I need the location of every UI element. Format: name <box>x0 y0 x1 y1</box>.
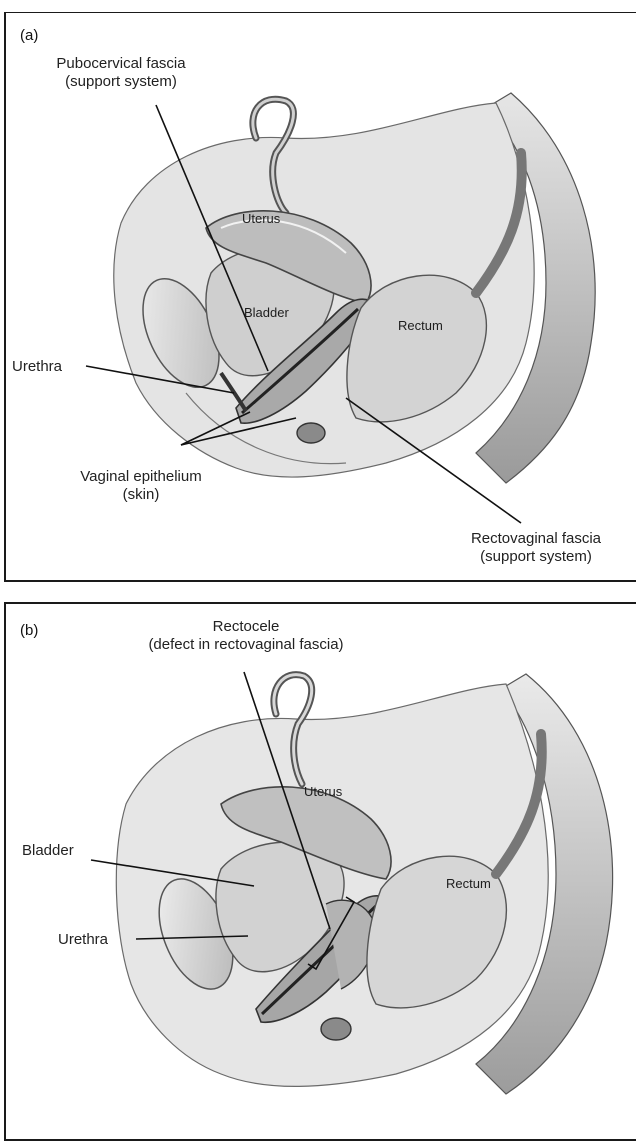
label-rectovaginal-fascia: Rectovaginal fascia (support system) <box>446 530 626 566</box>
label-vaginal-epithelium: Vaginal epithelium (skin) <box>46 468 236 504</box>
figure-panel-a: (a) Pubocervical fascia (support system)… <box>4 12 636 582</box>
label-rectocele: Rectocele (defect in rectovaginal fascia… <box>116 618 376 654</box>
pelvic-anatomy-illustration-b <box>6 604 636 1141</box>
label-vaginal-line1: Vaginal epithelium <box>46 468 236 486</box>
label-rectovaginal-line2: (support system) <box>446 548 626 566</box>
label-rectocele-line1: Rectocele <box>116 618 376 636</box>
organ-label-rectum-b: Rectum <box>446 876 491 891</box>
label-urethra-a: Urethra <box>12 358 62 376</box>
organ-label-uterus-b: Uterus <box>304 784 342 799</box>
label-urethra-b: Urethra <box>58 931 108 949</box>
label-pubocervical-line1: Pubocervical fascia <box>26 55 216 73</box>
anal-canal <box>297 423 325 443</box>
label-rectovaginal-line1: Rectovaginal fascia <box>446 530 626 548</box>
label-bladder-b: Bladder <box>22 842 74 860</box>
label-pubocervical-line2: (support system) <box>26 73 216 91</box>
label-pubocervical-fascia: Pubocervical fascia (support system) <box>26 55 216 91</box>
organ-label-rectum-a: Rectum <box>398 318 443 333</box>
panel-a-tag: (a) <box>20 27 38 44</box>
label-rectocele-line2: (defect in rectovaginal fascia) <box>116 636 376 654</box>
panel-b-tag: (b) <box>20 622 38 639</box>
figure-panel-b: (b) Rectocele (defect in rectovaginal fa… <box>4 602 636 1141</box>
organ-label-uterus-a: Uterus <box>242 211 280 226</box>
organ-label-bladder-a: Bladder <box>244 305 289 320</box>
label-vaginal-line2: (skin) <box>46 486 236 504</box>
anal-canal-b <box>321 1018 351 1040</box>
